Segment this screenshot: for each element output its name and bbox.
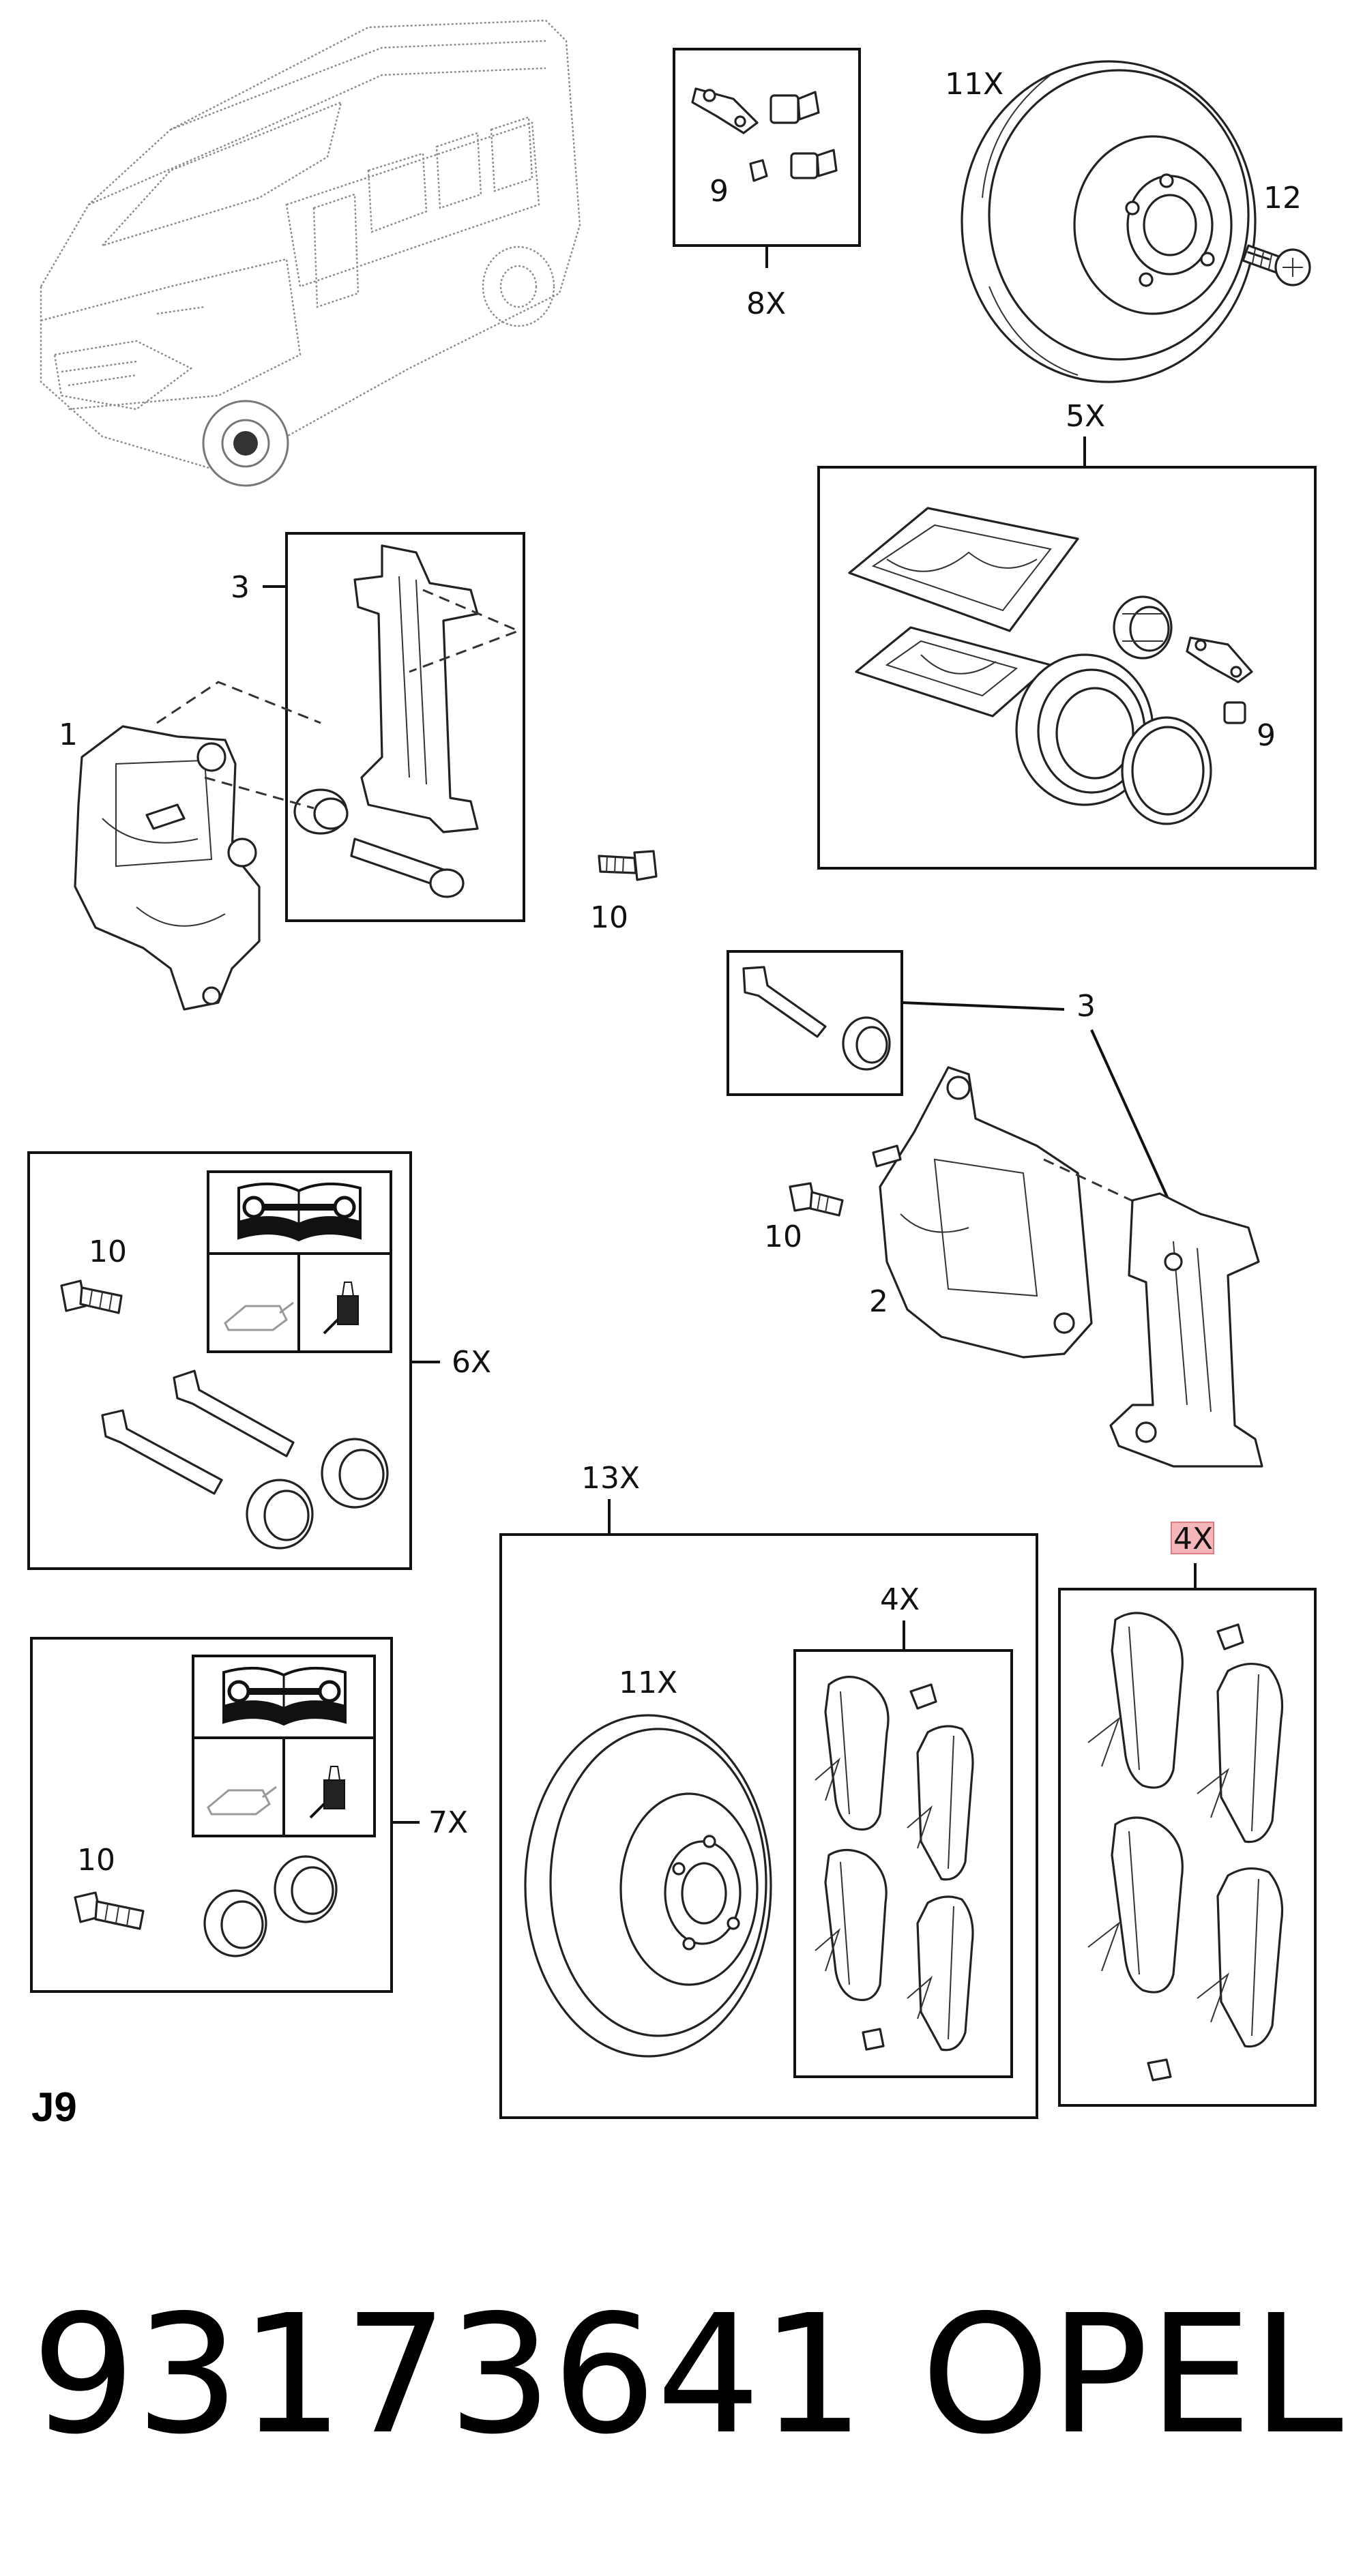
callout-12: 12 [1263, 181, 1302, 216]
caliper-carrier-box-left: 3 [231, 532, 525, 922]
kit-6x: 10 6X [27, 1151, 491, 1570]
brake-caliper-1: 1 [59, 681, 321, 1011]
callout-7x: 7X [428, 1805, 468, 1840]
highlight-4x [1171, 1522, 1214, 1554]
brand-name: OPEL [921, 2279, 1343, 2470]
callout-6x: 6X [452, 1345, 491, 1380]
manual-book-icon [237, 1182, 362, 1242]
callout-9-kit: 9 [1257, 718, 1276, 753]
kit-5x: 5X 9 [817, 399, 1317, 870]
grease-tube-icon [309, 1766, 345, 1819]
callout-5x: 5X [1066, 399, 1105, 434]
page-code: J9 [31, 2084, 77, 2130]
screw-12: 12 [1242, 181, 1311, 286]
grease-can-icon [224, 1301, 294, 1331]
callout-10-7x: 10 [77, 1843, 115, 1878]
wrench-icon [227, 1680, 341, 1703]
part-number: 93173641 [31, 2279, 865, 2470]
kit-13x: 13X 11X 4X [499, 1461, 1038, 2119]
caliper-carrier-right [1109, 1192, 1263, 1468]
callout-2: 2 [869, 1284, 888, 1319]
callout-4x-inner: 4X [880, 1582, 920, 1617]
brake-caliper-2: 2 [869, 1066, 1147, 1359]
wrench-icon [242, 1196, 356, 1219]
callout-4x-right: 4X [1173, 1522, 1213, 1556]
manual-book-icon [222, 1666, 347, 1726]
callout-11x-kit: 11X [619, 1665, 677, 1700]
kit-7x: 10 7X [30, 1637, 468, 1993]
callout-10-mid: 10 [590, 900, 628, 935]
van-illustration [40, 19, 581, 487]
callout-13x: 13X [581, 1461, 640, 1496]
brake-pad-set-right [1087, 1612, 1284, 2082]
brake-disc-top: 11X [945, 60, 1257, 383]
callout-8x: 8X [746, 286, 786, 321]
kit-8x: 9 8X [673, 48, 861, 321]
callout-3-right: 3 [1076, 989, 1096, 1024]
callout-10-right: 10 [764, 1219, 802, 1254]
callout-10-6x: 10 [89, 1234, 127, 1269]
callout-1: 1 [59, 717, 78, 752]
callout-11x-top: 11X [945, 67, 1003, 102]
brake-pad-set-inner [815, 1676, 974, 2052]
grease-can-icon [207, 1786, 277, 1816]
callout-9-top: 9 [709, 174, 729, 209]
kit-4x-right: 4X [1058, 1522, 1317, 2107]
callout-3-left: 3 [231, 570, 250, 605]
bolt-10-right: 10 [764, 1182, 844, 1254]
brake-disc-kit [524, 1714, 772, 2058]
guide-pin-box-right: 3 [727, 950, 1175, 1211]
bolt-10-mid: 10 [590, 850, 658, 935]
grease-tube-icon [323, 1282, 359, 1335]
